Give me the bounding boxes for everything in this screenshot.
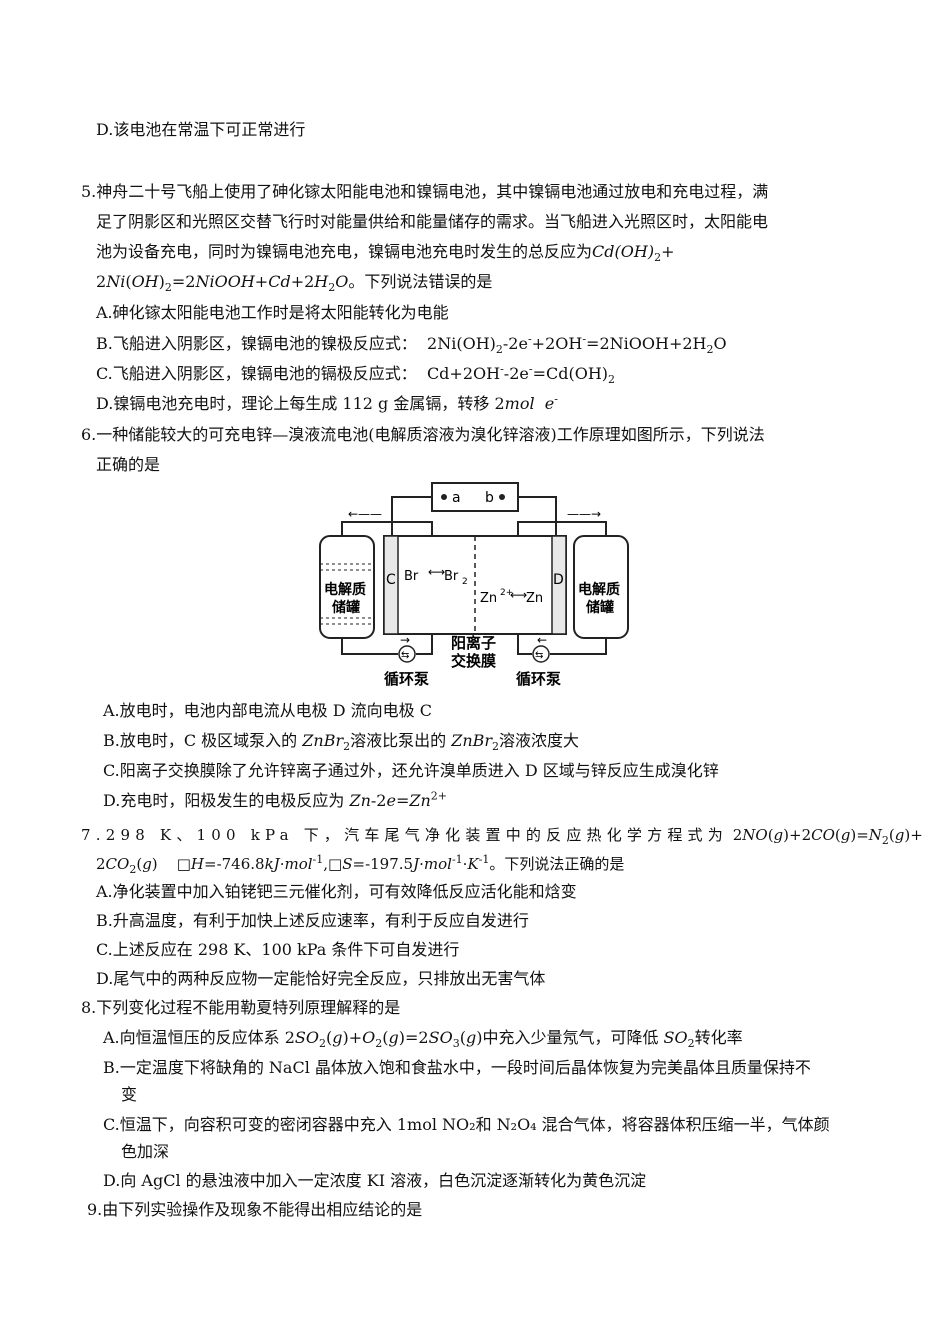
q8-option-c-line2: 色加深 xyxy=(121,1142,170,1161)
q8-option-b-line2: 变 xyxy=(121,1085,138,1104)
pump-right-icon xyxy=(532,645,550,663)
q5-stem-line2: 足了阴影区和光照区交替飞行时对能量供给和能量储存的需求。当飞船进入光照区时，太阳… xyxy=(96,212,769,231)
pipe-bottom-left-1 xyxy=(341,638,398,655)
q5-option-a: A.砷化镓太阳能电池工作时是将太阳能转化为电能 xyxy=(96,303,449,322)
q5-stem-line4: 2Ni(OH)2=2NiOOH+Cd+2H2O。下列说法错误的是 xyxy=(96,272,493,295)
q6-option-d: D.充电时，阳极发生的电极反应为 Zn-2e=Zn2+ xyxy=(103,789,447,810)
electrode-d xyxy=(551,535,567,635)
q4-option-d: D.该电池在常温下可正常进行 xyxy=(96,120,306,139)
q8-option-c-line1: C.恒温下，向容积可变的密闭容器中充入 1mol NO₂和 N₂O₄ 混合气体，… xyxy=(103,1115,830,1134)
q8-option-a: A.向恒温恒压的反应体系 2SO2(g)+O2(g)=2SO3(g)中充入少量氖… xyxy=(103,1028,743,1051)
label-a: a xyxy=(452,490,461,506)
pump-right-label: 循环泵 xyxy=(516,670,561,688)
superscript-2plus: 2+ xyxy=(500,588,513,598)
q5-stem-line1: 5.神舟二十号飞船上使用了砷化镓太阳能电池和镍镉电池，其中镍镉电池通过放电和充电… xyxy=(81,182,769,201)
q7-option-c: C.上述反应在 298 K、100 kPa 条件下可自发进行 xyxy=(96,940,460,959)
q9-stem: 9.由下列实验操作及现象不能得出相应结论的是 xyxy=(87,1200,423,1219)
q5-option-b: B.飞船进入阴影区，镍镉电池的镍极反应式： 2Ni(OH)2-2e-+2OH-=… xyxy=(96,332,727,357)
q8-option-d: D.向 AgCl 的悬浊液中加入一定浓度 KI 溶液，白色沉淀逐渐转化为黄色沉淀 xyxy=(103,1171,647,1190)
flow-arrow-top-right: ——→ xyxy=(567,507,601,521)
q6-stem-line2: 正确的是 xyxy=(96,455,161,474)
pump-left-symbol: ⇆ xyxy=(401,650,409,661)
pipe-bottom-left-2 xyxy=(416,634,433,655)
tank-left xyxy=(319,535,375,639)
q8-stem: 8.下列变化过程不能用勒夏特列原理解释的是 xyxy=(81,998,401,1017)
pipe-bottom-right-1 xyxy=(550,638,607,655)
pump-right-symbol: ⇆ xyxy=(535,650,543,661)
species-zn2: Zn xyxy=(480,591,497,606)
q6-option-a: A.放电时，电池内部电流从电极 D 流向电极 C xyxy=(103,701,432,720)
q7-option-b: B.升高温度，有利于加快上述反应速率，有利于反应自发进行 xyxy=(96,911,529,930)
q6-option-c: C.阳离子交换膜除了允许锌离子通过外，还允许溴单质进入 D 区域与锌反应生成溴化… xyxy=(103,761,719,780)
species-zn: Zn xyxy=(526,591,543,606)
wire-left xyxy=(391,496,432,536)
zinc-bromine-flow-battery-diagram: a b C D Br ⟷ Br 2 Zn 2+ ⟷ Zn 电解质 储罐 电解质 … xyxy=(319,482,629,688)
q7-stem-line1: 7.298 K、100 kPa 下，汽车尾气净化装置中的反应热化学方程式为 2N… xyxy=(81,826,923,847)
q7-option-a: A.净化装置中加入铂铑钯三元催化剂，可有效降低反应活化能和焓变 xyxy=(96,882,577,901)
label-b: b xyxy=(485,490,494,506)
pump-left-icon xyxy=(398,645,416,663)
tank-right-label-2: 储罐 xyxy=(585,599,614,616)
q5-stem-line3: 池为设备充电，同时为镍镉电池充电，镍镉电池充电时发生的总反应为Cd(OH)2+ xyxy=(96,242,675,265)
wire-right xyxy=(518,496,557,536)
tank-left-label-2: 储罐 xyxy=(331,599,360,616)
q6-option-b: B.放电时，C 极区域泵入的 ZnBr2溶液比泵出的 ZnBr2溶液浓度大 xyxy=(103,731,580,754)
label-c: C xyxy=(386,572,396,588)
q6-stem-line1: 6.一种储能较大的可充电锌—溴液流电池(电解质溶液为溴化锌溶液)工作原理如图所示… xyxy=(81,425,765,444)
terminal-b xyxy=(499,494,505,500)
q5-option-c: C.飞船进入阴影区，镍镉电池的镉极反应式： Cd+2OH--2e-=Cd(OH)… xyxy=(96,362,616,387)
subscript-2: 2 xyxy=(462,577,468,587)
flow-arrow-bottom-left: → xyxy=(400,633,410,647)
pipe-top-left xyxy=(341,521,433,536)
label-d: D xyxy=(553,572,564,588)
species-br2: Br xyxy=(444,569,459,584)
q5-option-d: D.镍镉电池充电时，理论上每生成 112 g 金属镉，转移 2mol e- xyxy=(96,392,558,413)
flow-arrow-top-left: ←—— xyxy=(348,507,382,521)
tank-right xyxy=(573,535,629,639)
electrode-c xyxy=(383,535,399,635)
q7-option-d: D.尾气中的两种反应物一定能恰好完全反应，只排放出无害气体 xyxy=(96,969,546,988)
terminal-a xyxy=(441,494,447,500)
membrane-label-1: 阳离子 xyxy=(451,634,496,652)
tank-right-label-1: 电解质 xyxy=(578,581,620,598)
reaction-arrow-left: ⟷ xyxy=(428,565,445,579)
species-br: Br xyxy=(404,569,419,584)
tank-left-label-1: 电解质 xyxy=(324,581,366,598)
pipe-bottom-right-2 xyxy=(517,634,532,655)
membrane-label-2: 交换膜 xyxy=(451,652,496,670)
reaction-arrow-right: ⟷ xyxy=(510,588,527,602)
q7-stem-line2: 2CO2(g) □H=-746.8kJ·mol-1,□S=-197.5J·mol… xyxy=(96,853,625,876)
q8-option-b-line1: B.一定温度下将缺角的 NaCl 晶体放入饱和食盐水中，一段时间后晶体恢复为完美… xyxy=(103,1058,811,1077)
flow-arrow-bottom-right: ← xyxy=(537,633,547,647)
pipe-top-right xyxy=(517,521,607,536)
pump-left-label: 循环泵 xyxy=(384,670,429,688)
